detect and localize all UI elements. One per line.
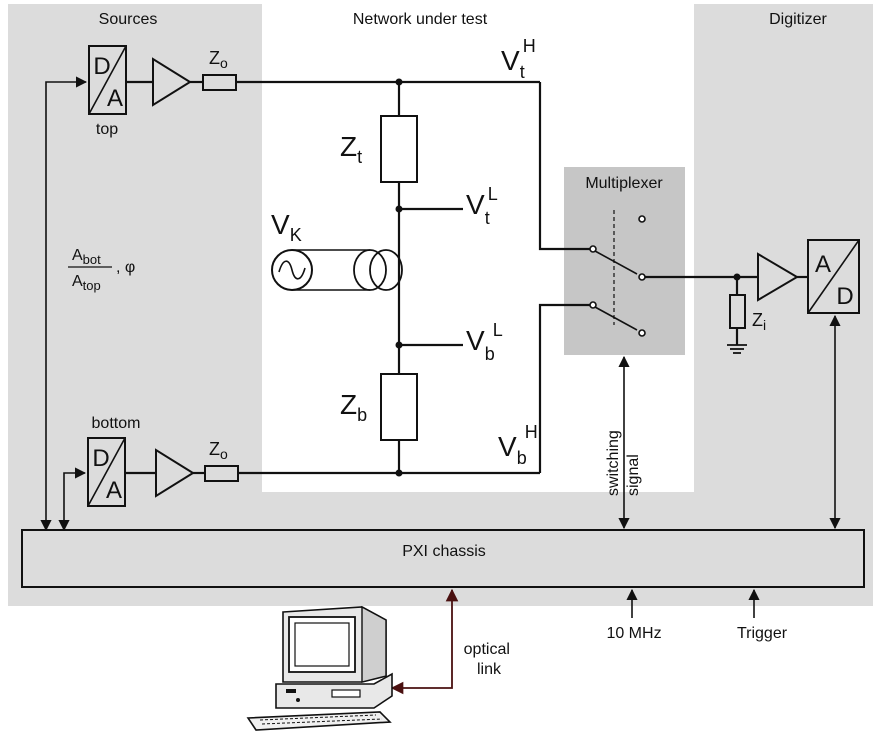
multiplexer-title: Multiplexer <box>585 175 663 192</box>
top-zo-label: Zo <box>209 48 228 71</box>
ground-symbol <box>727 344 747 354</box>
digitizer-amplifier <box>757 252 799 302</box>
bottom-zo-label: Zo <box>209 439 228 462</box>
bottom-output-impedance <box>204 465 239 482</box>
zi-label: Zi <box>752 310 766 333</box>
top-dac: D A <box>88 45 127 115</box>
svg-text:A: A <box>106 477 122 504</box>
vk-label: VK <box>271 209 302 245</box>
svg-text:Abot: Abot <box>72 247 101 267</box>
svg-text:Atop: Atop <box>72 273 101 293</box>
zt-impedance <box>380 115 418 183</box>
computer-icon <box>246 605 393 731</box>
bottom-amplifier <box>155 448 195 498</box>
trigger-label: Trigger <box>737 625 788 642</box>
sources-title: Sources <box>99 11 158 28</box>
multiplexer-switch <box>589 210 646 337</box>
clock-label: 10 MHz <box>606 625 661 642</box>
pxi-chassis <box>21 529 865 588</box>
svg-text:A: A <box>815 251 831 278</box>
svg-text:, φ: , φ <box>116 259 135 276</box>
optical-link-label: optical link <box>464 641 515 678</box>
vbh-label: VbH <box>498 422 538 468</box>
network-title: Network under test <box>353 11 488 28</box>
bottom-dac: D A <box>87 437 126 507</box>
digitizer-title: Digitizer <box>769 11 827 28</box>
vth-label: VtH <box>501 36 536 82</box>
switching-signal-label: switching signal <box>605 426 642 496</box>
bottom-source-label: bottom <box>92 415 141 432</box>
zb-impedance <box>380 373 418 441</box>
top-source-label: top <box>96 121 118 138</box>
vbl-label: VbL <box>466 320 503 364</box>
instrument-background <box>8 4 873 606</box>
amplitude-ratio-label: Abot Atop , φ <box>68 247 135 293</box>
top-amplifier <box>152 57 192 107</box>
vtl-label: VtL <box>466 184 498 228</box>
zb-label: Zb <box>340 389 367 425</box>
adc: A D <box>807 239 860 314</box>
pxi-chassis-label: PXI chassis <box>402 543 486 560</box>
zi-impedance <box>729 294 746 329</box>
zt-label: Zt <box>340 131 362 167</box>
multiplexer-box <box>564 167 685 355</box>
vk-source <box>271 249 403 291</box>
svg-text:A: A <box>107 85 123 112</box>
svg-text:D: D <box>93 53 110 80</box>
svg-text:D: D <box>836 283 853 310</box>
svg-text:D: D <box>92 445 109 472</box>
top-output-impedance <box>202 74 237 91</box>
